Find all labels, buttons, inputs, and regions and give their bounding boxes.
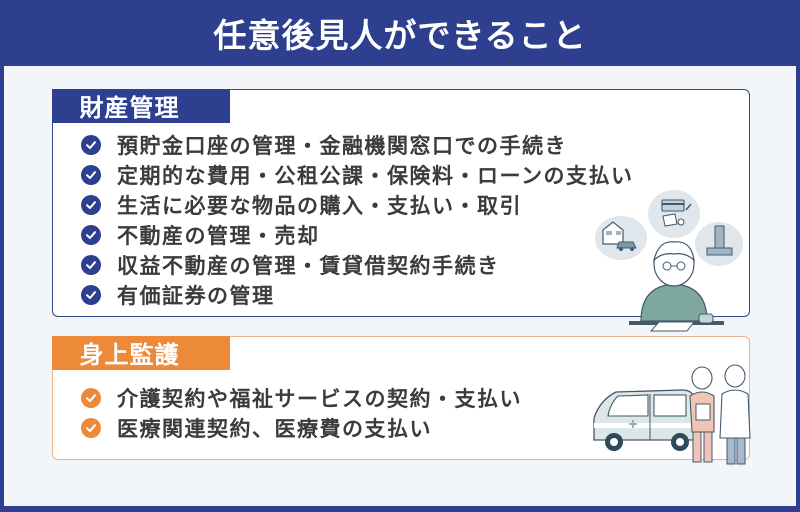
money-bubble-icon bbox=[648, 190, 700, 238]
check-circle-icon bbox=[81, 388, 101, 408]
check-circle-icon bbox=[81, 165, 101, 185]
list-item-text: 生活に必要な物品の購入・支払い・取引 bbox=[117, 194, 522, 218]
check-circle-icon bbox=[81, 255, 101, 275]
check-circle-icon bbox=[81, 418, 101, 438]
list-item: 収益不動産の管理・賃貸借契約手続き bbox=[81, 250, 633, 280]
check-circle-icon bbox=[81, 195, 101, 215]
elderly-person-illustration bbox=[595, 190, 743, 332]
property-management-list: 預貯金口座の管理・金融機関窓口での手続き 定期的な費用・公租公課・保険料・ローン… bbox=[81, 130, 633, 310]
nurse-icon bbox=[689, 366, 715, 463]
list-item-text: 定期的な費用・公租公課・保険料・ローンの支払い bbox=[117, 164, 634, 188]
list-item: 定期的な費用・公租公課・保険料・ローンの支払い bbox=[81, 160, 633, 190]
elderly-person-icon bbox=[629, 241, 724, 332]
section-label-personal-care: 身上監護 bbox=[51, 335, 230, 370]
list-item: 有価証券の管理 bbox=[81, 280, 633, 310]
list-item-text: 不動産の管理・売却 bbox=[117, 224, 320, 248]
list-item: 医療関連契約、医療費の支払い bbox=[81, 413, 522, 443]
list-item-text: 預貯金口座の管理・金融機関窓口での手続き bbox=[117, 134, 567, 158]
section-label-property-management: 財産管理 bbox=[51, 88, 230, 123]
check-circle-icon bbox=[81, 285, 101, 305]
title-bar: 任意後見人ができること bbox=[0, 0, 800, 66]
list-item-text: 有価証券の管理 bbox=[117, 284, 275, 308]
personal-care-list: 介護契約や福祉サービスの契約・支払い 医療関連契約、医療費の支払い bbox=[81, 383, 522, 443]
grave-bubble-icon bbox=[695, 222, 743, 266]
list-item: 預貯金口座の管理・金融機関窓口での手続き bbox=[81, 130, 633, 160]
list-item: 介護契約や福祉サービスの契約・支払い bbox=[81, 383, 522, 413]
care-van-illustration bbox=[593, 364, 751, 465]
list-item: 生活に必要な物品の購入・支払い・取引 bbox=[81, 190, 633, 220]
van-icon bbox=[593, 389, 695, 451]
page-title: 任意後見人ができること bbox=[213, 16, 587, 55]
list-item-text: 収益不動産の管理・賃貸借契約手続き bbox=[117, 254, 500, 278]
list-item: 不動産の管理・売却 bbox=[81, 220, 633, 250]
property-management-card: 財産管理 預貯金口座の管理・金融機関窓口での手続き 定期的な費用・公租公課・保険… bbox=[51, 88, 750, 317]
content-area: 財産管理 預貯金口座の管理・金融機関窓口での手続き 定期的な費用・公租公課・保険… bbox=[4, 66, 796, 506]
doctor-icon bbox=[719, 364, 751, 465]
check-circle-icon bbox=[81, 225, 101, 245]
list-item-text: 医療関連契約、医療費の支払い bbox=[117, 417, 432, 441]
check-circle-icon bbox=[81, 135, 101, 155]
list-item-text: 介護契約や福祉サービスの契約・支払い bbox=[117, 387, 522, 411]
house-car-bubble-icon bbox=[595, 216, 647, 260]
